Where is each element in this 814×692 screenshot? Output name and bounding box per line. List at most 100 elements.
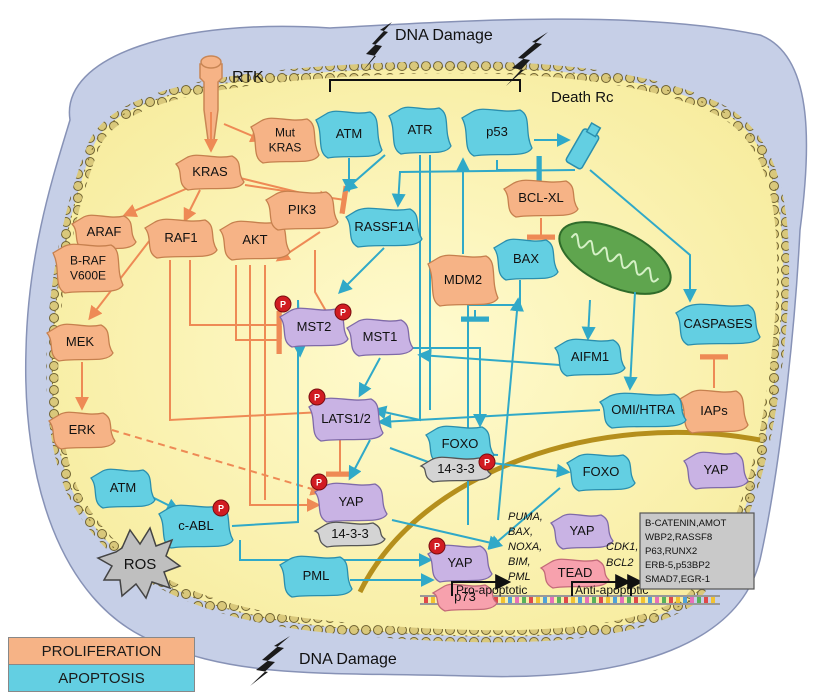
node-iaps: IAPs xyxy=(679,389,749,434)
pro-apoptotic-label: Pro-apoptotic xyxy=(456,583,527,597)
edge-apoptosis-25 xyxy=(391,169,576,208)
edge-apoptosis-22 xyxy=(342,154,386,192)
phospho-label: P xyxy=(280,300,286,310)
node-label-rassf1a: RASSF1A xyxy=(354,219,414,234)
edge-proliferation-14 xyxy=(249,265,321,512)
edge-apoptosis-35 xyxy=(377,409,601,429)
lightning-bolt-top-right-icon xyxy=(506,32,548,86)
node-lats: LATS1/2 xyxy=(308,397,384,442)
phospho-badge-4: P xyxy=(212,499,230,517)
target-gene-line-3: P63,RUNX2 xyxy=(645,546,697,557)
mitochondrion xyxy=(558,221,672,295)
phospho-badge-2: P xyxy=(308,388,326,406)
phospho-label: P xyxy=(218,504,224,514)
phospho-badge-3: P xyxy=(310,473,328,491)
edge-apoptosis-46 xyxy=(491,462,571,478)
phospho-badge-1: P xyxy=(334,303,352,321)
ros-label: ROS xyxy=(124,556,157,573)
node-label-yap-nuc: YAP xyxy=(447,555,472,570)
node-mek: MEK xyxy=(45,323,114,362)
node-label-cabl: c-ABL xyxy=(178,518,213,533)
node-label-bclxl: BCL-XL xyxy=(518,190,564,205)
node-label-raf1: RAF1 xyxy=(164,230,197,245)
legend-proliferation: PROLIFERATION xyxy=(8,637,195,665)
node-label-atr: ATR xyxy=(407,122,432,137)
dna-damage-top-label: DNA Damage xyxy=(395,27,493,44)
node-label-erk: ERK xyxy=(69,422,96,437)
node-label-omi: OMI/HTRA xyxy=(611,402,675,417)
edge-apoptosis-29 xyxy=(348,439,371,481)
lightning-bolt-top-left-icon xyxy=(362,22,392,72)
ros-star: ROS xyxy=(96,526,182,600)
node-label-b1433-center: 14-3-3 xyxy=(331,526,369,541)
node-bax: BAX xyxy=(493,238,559,281)
edge-apoptosis-47 xyxy=(497,297,524,521)
node-label-akt: AKT xyxy=(242,232,267,247)
gene-bax: BAX, xyxy=(508,526,533,538)
node-label-iaps: IAPs xyxy=(700,403,728,418)
gene-noxa: NOXA, xyxy=(508,541,542,553)
edge-proliferation-2 xyxy=(122,184,196,218)
phospho-label: P xyxy=(434,542,440,552)
node-pik3: PIK3 xyxy=(265,190,339,231)
edge-proliferation-3 xyxy=(183,189,201,223)
node-label-mek: MEK xyxy=(66,334,95,349)
target-gene-promoter xyxy=(627,574,644,596)
edge-apoptosis-26 xyxy=(589,169,697,303)
node-erk: ERK xyxy=(47,411,116,450)
node-atr: ATR xyxy=(388,106,452,155)
node-akt: AKT xyxy=(219,220,291,261)
dna-damage-bottom-label: DNA Damage xyxy=(299,651,397,668)
gene-bcl2: BCL2 xyxy=(606,557,634,569)
anti-apoptotic-label: Anti-apoptotic xyxy=(575,583,648,597)
node-label-pml: PML xyxy=(303,568,330,583)
node-pml: PML xyxy=(279,555,353,598)
node-label-mdm2: MDM2 xyxy=(444,272,482,287)
gene-bim: BIM, xyxy=(508,556,531,568)
phospho-badge-0: P xyxy=(274,295,292,313)
node-label-tead: TEAD xyxy=(558,565,593,580)
node-tead: TEAD xyxy=(539,558,610,589)
node-label-yap-center: YAP xyxy=(338,494,363,509)
rtk-label: RTK xyxy=(232,69,264,86)
node-mdm2: MDM2 xyxy=(427,254,499,307)
node-label-p53: p53 xyxy=(486,124,508,139)
node-label-foxo-right: FOXO xyxy=(583,464,620,479)
gene-cdk1: CDK1, xyxy=(606,541,638,553)
anti-apoptotic-gene-list: CDK1, BCL2 xyxy=(606,541,638,569)
edge-apoptosis-42 xyxy=(239,540,433,567)
node-rassf1a: RASSF1A xyxy=(345,207,423,248)
node-label-foxo-top: FOXO xyxy=(442,436,479,451)
node-label-mut-kras: KRAS xyxy=(269,141,302,155)
node-p73: p73 xyxy=(431,583,498,612)
node-atm-top: ATM xyxy=(315,110,383,159)
node-yap-right: YAP xyxy=(682,451,749,490)
phospho-badge-5: P xyxy=(478,453,496,471)
node-label-mst2: MST2 xyxy=(297,319,332,334)
edge-apoptosis-44 xyxy=(391,519,503,550)
node-label-aifm1: AIFM1 xyxy=(571,349,609,364)
death-receptor-icon xyxy=(565,121,602,170)
node-yap-nuc: YAP xyxy=(426,544,493,583)
target-gene-line-4: ERB-5,p53BP2 xyxy=(645,560,710,571)
edge-apoptosis-34 xyxy=(581,299,596,341)
edge-apoptosis-37 xyxy=(623,291,638,391)
node-bclxl: BCL-XL xyxy=(502,179,579,218)
node-label-braf: V600E xyxy=(70,269,106,283)
node-mst1: MST1 xyxy=(345,318,414,357)
node-kras: KRAS xyxy=(174,154,245,191)
pro-apoptotic-gene-list: PUMA, BAX, NOXA, BIM, PML xyxy=(508,511,543,583)
pro-apoptotic-promoter: Pro-apoptotic xyxy=(451,574,527,597)
edge-apoptosis-33 xyxy=(417,348,561,366)
node-foxo-top: FOXO xyxy=(424,425,495,464)
phospho-badge-6: P xyxy=(428,537,446,555)
phospho-label: P xyxy=(484,458,490,468)
node-atm-left: ATM xyxy=(90,468,156,509)
edge-apoptosis-45 xyxy=(487,487,561,550)
node-omi: OMI/HTRA xyxy=(598,392,687,429)
